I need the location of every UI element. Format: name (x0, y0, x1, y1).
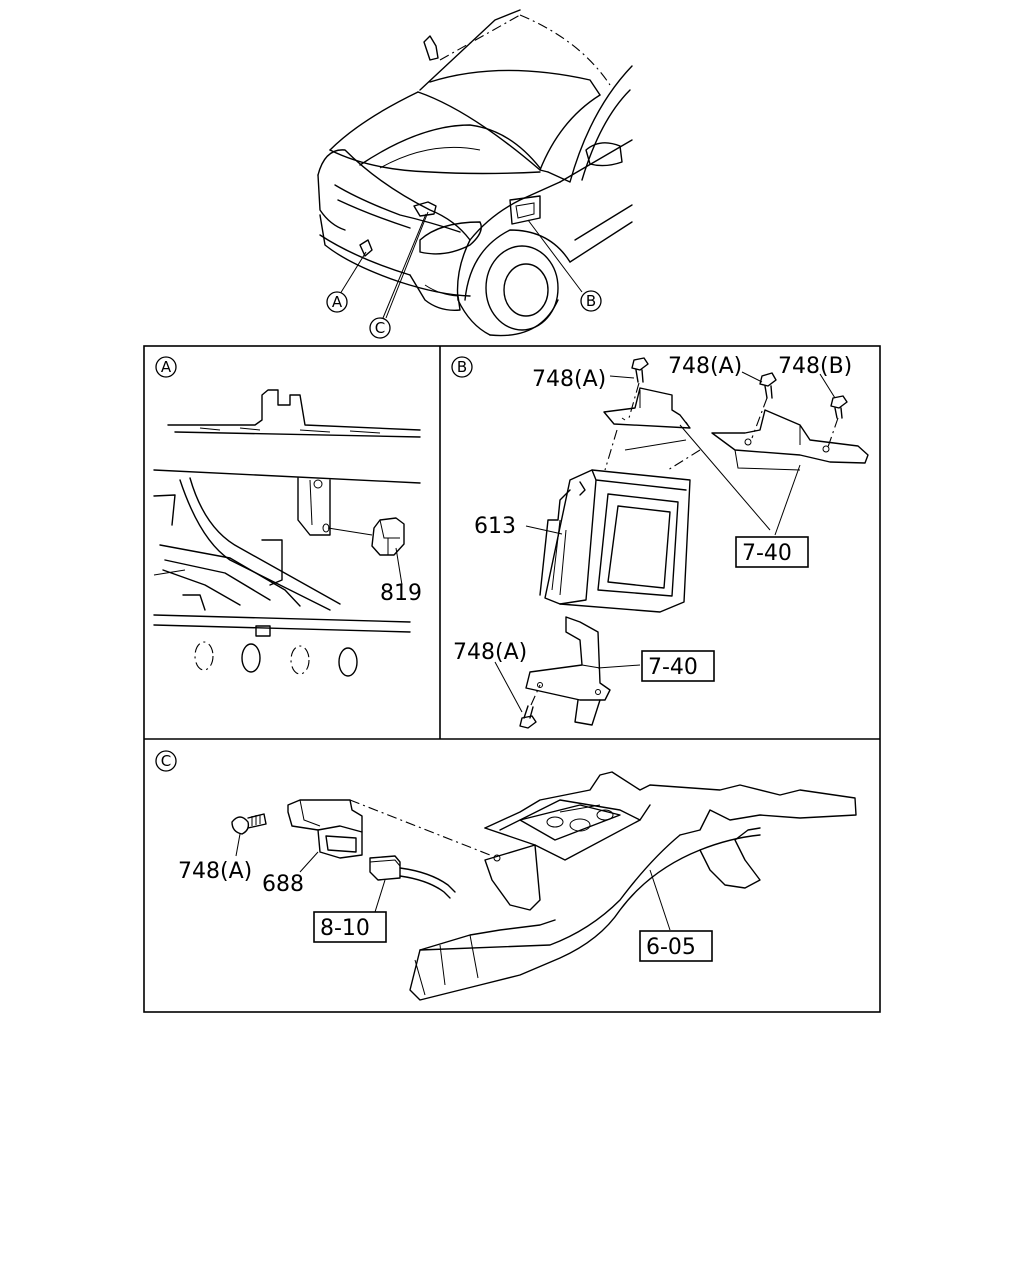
ref-box-8-10: 8-10 (313, 911, 387, 943)
panel-a-drawing (153, 389, 421, 677)
label-819: 819 (380, 581, 422, 606)
ref-box-7-40-lower: 7-40 (641, 650, 715, 682)
svg-text:8-10: 8-10 (320, 916, 370, 941)
svg-text:7-40: 7-40 (648, 655, 698, 680)
label-613: 613 (474, 514, 516, 539)
svg-text:A: A (161, 358, 172, 376)
label-748a-panel-c: 748(A) (178, 859, 252, 884)
panel-c-header: C (155, 750, 177, 772)
svg-text:B: B (586, 292, 596, 310)
svg-text:B: B (457, 358, 467, 376)
label-748a-top-left: 748(A) (532, 367, 606, 392)
panel-b-header: B (451, 356, 473, 378)
label-688: 688 (262, 872, 304, 897)
callout-a: A (326, 291, 348, 313)
svg-text:A: A (332, 293, 343, 311)
panel-b-drawing (494, 357, 869, 729)
callout-b: B (580, 290, 602, 312)
label-748a-top-middle: 748(A) (668, 354, 742, 379)
svg-text:C: C (375, 319, 385, 337)
svg-text:C: C (161, 752, 171, 770)
svg-text:6-05: 6-05 (646, 935, 696, 960)
callout-c: C (369, 317, 391, 339)
label-748b: 748(B) (778, 354, 852, 379)
ref-box-7-40-upper: 7-40 (735, 536, 809, 568)
svg-text:7-40: 7-40 (742, 541, 792, 566)
panel-c-drawing (231, 771, 857, 1001)
vehicle-overview (317, 9, 633, 337)
panel-a-header: A (155, 356, 177, 378)
label-748a-lower: 748(A) (453, 640, 527, 665)
ref-box-6-05: 6-05 (639, 930, 713, 962)
detail-frame (143, 345, 881, 1013)
